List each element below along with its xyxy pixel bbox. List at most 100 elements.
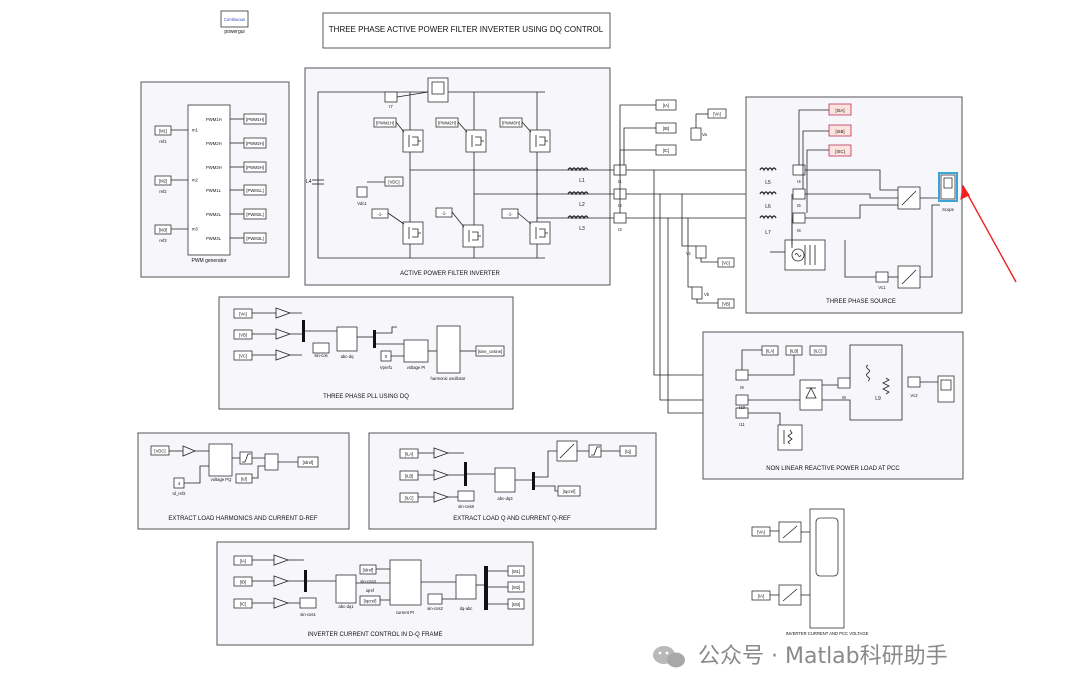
svg-text:[PWM2H]: [PWM2H]: [246, 141, 264, 146]
svg-text:L6: L6: [765, 204, 771, 210]
svg-text:L3: L3: [579, 226, 585, 232]
svg-text:ref3: ref3: [159, 238, 167, 243]
source-scope[interactable]: Scope: [938, 172, 958, 212]
load-title: NON LINEAR REACTIVE POWER LOAD AT PCC: [766, 466, 900, 472]
svg-text:I4: I4: [797, 179, 801, 184]
svg-text:[M3]: [M3]: [159, 228, 167, 233]
mosfet-2l[interactable]: [462, 224, 484, 248]
svg-text:dq-abc: dq-abc: [460, 606, 473, 611]
svg-text:[Idref]: [Idref]: [363, 568, 374, 573]
svg-text:Id_ref2: Id_ref2: [172, 491, 186, 496]
svg-text:sin-cos1: sin-cos1: [300, 612, 316, 617]
pwm-generator-block[interactable]: [187, 104, 231, 256]
svg-text:sin-cos8: sin-cos8: [458, 504, 474, 509]
svg-text:Scope: Scope: [942, 207, 955, 212]
svg-text:-1-: -1-: [377, 212, 383, 217]
svg-text:m2: m2: [192, 178, 198, 183]
load-subsystem[interactable]: NON LINEAR REACTIVE POWER LOAD AT PCC [I…: [702, 331, 964, 480]
source-subsystem[interactable]: THREE PHASE SOURCE L5 L6 L7 I4 I5 I6 [IS…: [745, 96, 963, 314]
svg-text:[VB]: [VB]: [239, 333, 247, 338]
svg-text:[ISC]: [ISC]: [835, 149, 844, 154]
powergui-label: Continuous: [224, 17, 245, 22]
svg-text:abc-dq1: abc-dq1: [338, 604, 354, 609]
svg-text:[ILB]: [ILB]: [405, 474, 414, 479]
pwm-input-m2[interactable]: [M2] ref2 m2: [154, 175, 198, 194]
svg-text:[IB]: [IB]: [663, 126, 669, 131]
watermark: 公众号 · Matlab科研助手: [653, 644, 948, 669]
inverter-title: ACTIVE POWER FILTER INVERTER: [400, 271, 500, 277]
svg-text:[VA]: [VA]: [713, 112, 721, 117]
svg-text:[VA]: [VA]: [239, 312, 247, 317]
svg-text:[ILB]: [ILB]: [790, 349, 799, 354]
svg-text:[VDC]: [VDC]: [388, 180, 399, 185]
svg-text:[VA]: [VA]: [757, 530, 765, 535]
mosfet-1h[interactable]: [402, 129, 424, 153]
svg-text:PWM2H: PWM2H: [206, 141, 222, 146]
svg-text:[M1]: [M1]: [159, 129, 167, 134]
svg-text:current PI: current PI: [396, 610, 414, 615]
svg-text:I7: I7: [389, 104, 393, 109]
inverter-subsystem[interactable]: ACTIVE POWER FILTER INVERTER L4 I7 Vdc1 …: [304, 67, 614, 286]
svg-text:[Iqcref]: [Iqcref]: [563, 489, 576, 494]
pwm-input-m3[interactable]: [M3] ref3 m3: [154, 224, 198, 243]
svg-text:PWM2L: PWM2L: [206, 212, 222, 217]
vdc-measure[interactable]: [356, 186, 368, 198]
svg-text:I6: I6: [797, 228, 801, 233]
svg-text:-1-: -1-: [441, 211, 447, 216]
svg-text:Vc: Vc: [686, 251, 691, 256]
mosfet-2h[interactable]: [465, 129, 487, 153]
svg-text:Va: Va: [702, 132, 707, 137]
qref-title: EXTRACT LOAD Q AND CURRENT Q-REF: [453, 516, 571, 522]
svg-text:PWM1H: PWM1H: [206, 117, 222, 122]
icontrol-subsystem[interactable]: INVERTER CURRENT CONTROL IN D-Q FRAME [I…: [216, 541, 534, 646]
svg-text:[M1]: [M1]: [512, 569, 520, 574]
svg-text:L9: L9: [875, 396, 881, 402]
svg-text:[M3]: [M3]: [512, 602, 520, 607]
svg-text:sin-cos: sin-cos: [314, 353, 327, 358]
pwm-subsystem[interactable]: PWM generator [M1] ref1 m1 [M2] ref2 m2 …: [140, 81, 290, 278]
svg-text:sin-cos3: sin-cos3: [360, 579, 376, 584]
svg-text:[sine_cosine]: [sine_cosine]: [478, 349, 502, 354]
current-meas-i7[interactable]: [384, 91, 398, 103]
svg-text:PWM3H: PWM3H: [206, 165, 222, 170]
pcc-scope-group[interactable]: [VA] [IA] INVERTER CURRENT AND PCC VOLTA…: [751, 508, 869, 636]
svg-text:Vb: Vb: [704, 292, 710, 297]
diode-bridge[interactable]: [799, 379, 823, 411]
svg-text:Vc2: Vc2: [910, 393, 918, 398]
pll-title: THREE PHASE PLL USING DQ: [323, 394, 409, 400]
svg-text:Vpref1: Vpref1: [380, 365, 393, 370]
svg-text:[IA]: [IA]: [663, 103, 669, 108]
pll-subsystem[interactable]: THREE PHASE PLL USING DQ [VA] [VB] [VC] …: [218, 296, 514, 410]
svg-text:[IA]: [IA]: [758, 594, 764, 599]
mosfet-3h[interactable]: [529, 129, 551, 153]
svg-text:voltage PI: voltage PI: [407, 365, 426, 370]
svg-text:PWM3L: PWM3L: [206, 236, 222, 241]
svg-text:[Idref]: [Idref]: [303, 460, 314, 465]
svg-text:[ILA]: [ILA]: [405, 452, 414, 457]
svg-text:I10: I10: [739, 405, 745, 410]
svg-text:[ILA]: [ILA]: [766, 349, 775, 354]
dref-subsystem[interactable]: EXTRACT LOAD HARMONICS AND CURRENT D-REF…: [137, 432, 350, 530]
svg-text:[ILC]: [ILC]: [814, 349, 823, 354]
svg-text:I8: I8: [842, 395, 846, 400]
svg-text:I11: I11: [739, 422, 745, 427]
svg-text:L1: L1: [579, 178, 585, 184]
svg-text:iqref: iqref: [366, 588, 375, 593]
svg-text:[ISA]: [ISA]: [835, 108, 844, 113]
pwm-input-m1[interactable]: [M1] ref1 m1: [154, 125, 198, 144]
mosfet-1l[interactable]: [402, 221, 424, 245]
svg-text:L2: L2: [579, 202, 585, 208]
qref-subsystem[interactable]: EXTRACT LOAD Q AND CURRENT Q-REF [ILA] […: [368, 432, 657, 530]
svg-text:[M2]: [M2]: [159, 179, 167, 184]
powergui-block[interactable]: Continuous powergui: [220, 10, 249, 35]
gate-tags-high: [PWM1H] [PWM2H] [PWM3H] -1- -1- -1-: [371, 117, 523, 219]
svg-text:[Iqcref]: [Iqcref]: [364, 599, 377, 604]
svg-text:Vdc1: Vdc1: [357, 201, 367, 206]
svg-text:[Id]: [Id]: [241, 477, 247, 482]
svg-text:[PWM3H]: [PWM3H]: [502, 121, 520, 126]
mosfet-3l[interactable]: [529, 221, 551, 245]
svg-text:sin-cos2: sin-cos2: [427, 606, 443, 611]
svg-text:L7: L7: [765, 230, 771, 236]
powergui-caption: powergui: [224, 29, 244, 35]
